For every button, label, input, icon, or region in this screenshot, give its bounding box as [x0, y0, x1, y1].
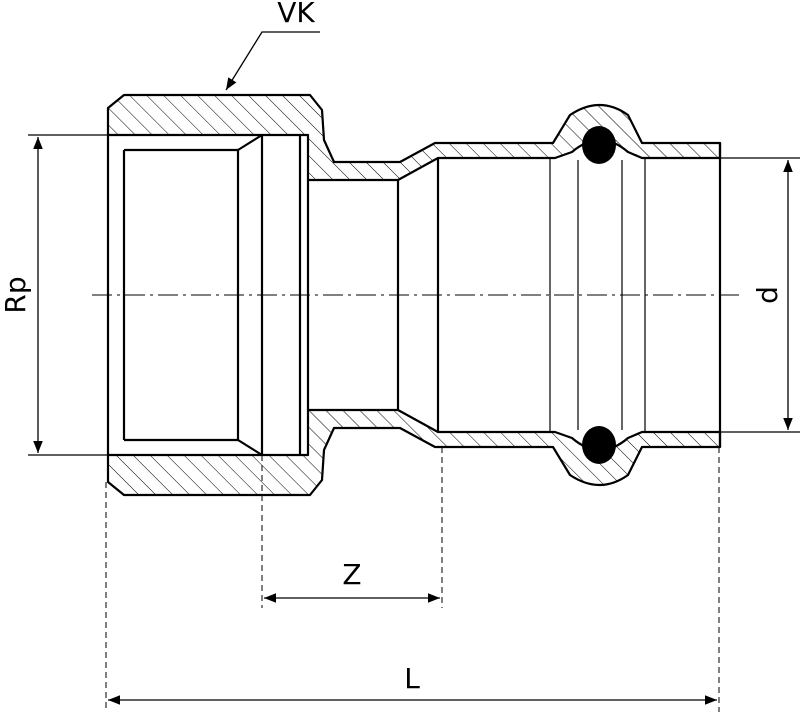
- upper-wall-section: [106, 93, 722, 182]
- thread-step-bottom: [237, 439, 263, 456]
- o-ring-top: [582, 126, 616, 164]
- thread-step-top: [237, 134, 263, 151]
- d-label: d: [751, 286, 784, 304]
- lower-wall-section: [106, 408, 722, 497]
- z-label: Z: [342, 558, 361, 591]
- o-ring-bottom: [582, 426, 616, 464]
- rp-label: Rp: [0, 276, 32, 313]
- vk-leader-line: [225, 31, 320, 91]
- l-label: L: [404, 662, 420, 695]
- vk-label: VK: [277, 0, 315, 29]
